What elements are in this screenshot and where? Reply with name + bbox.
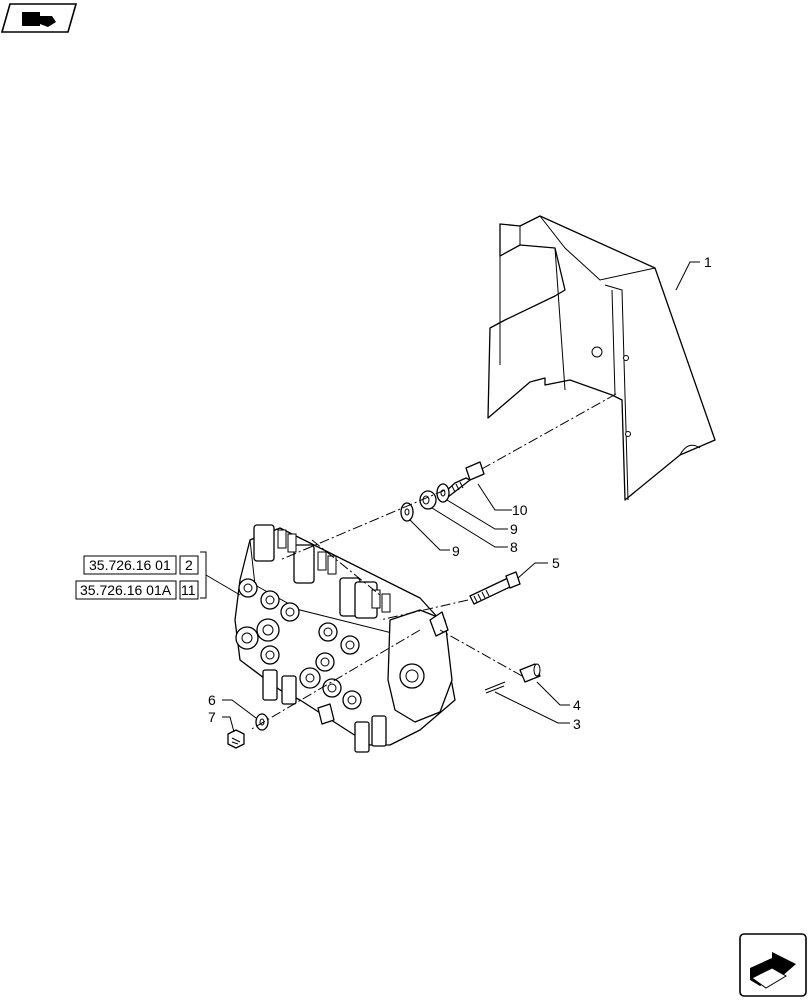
reference-code: 35.726.16 01 bbox=[89, 557, 171, 573]
callout-5: 5 bbox=[552, 555, 560, 571]
cotter-pin-3 bbox=[484, 681, 506, 694]
reference-box-2[interactable]: 35.726.16 01A 11 bbox=[75, 580, 199, 600]
reference-item: 11 bbox=[181, 582, 196, 598]
callout-1: 1 bbox=[704, 254, 712, 270]
callout-4: 4 bbox=[573, 697, 581, 713]
pin-4 bbox=[519, 663, 541, 683]
leader-lines bbox=[200, 261, 700, 733]
bolt-10 bbox=[444, 461, 485, 498]
reference-code: 35.726.16 01A bbox=[80, 582, 172, 598]
callout-8: 8 bbox=[510, 539, 518, 555]
callout-9-lower: 9 bbox=[452, 543, 460, 559]
callout-3: 3 bbox=[573, 716, 581, 732]
nut-7 bbox=[227, 729, 245, 749]
next-page-arrow-icon[interactable] bbox=[739, 933, 807, 997]
callout-9-upper: 9 bbox=[510, 521, 518, 537]
callout-7: 7 bbox=[208, 709, 216, 725]
callout-10: 10 bbox=[512, 502, 528, 518]
control-valve bbox=[234, 524, 456, 753]
callout-6: 6 bbox=[208, 692, 216, 708]
washer-6 bbox=[255, 713, 269, 731]
assembly-lines bbox=[249, 393, 617, 731]
reference-item: 2 bbox=[185, 557, 193, 573]
guard-plate bbox=[487, 215, 716, 501]
reference-box-1[interactable]: 35.726.16 01 2 bbox=[83, 555, 199, 575]
binocular-view-icon[interactable] bbox=[0, 3, 78, 33]
washer-9-upper bbox=[436, 483, 450, 503]
long-bolt-5 bbox=[469, 571, 521, 605]
